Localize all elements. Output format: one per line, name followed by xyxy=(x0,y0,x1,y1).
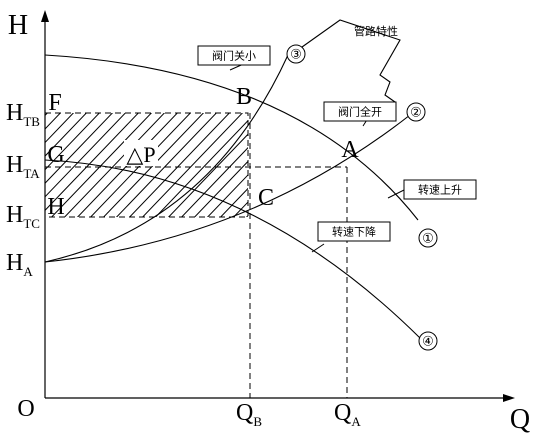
callout-speed-up: 转速上升 xyxy=(418,183,462,197)
curve-3-valve-small xyxy=(44,54,289,263)
y-axis-arrow-icon xyxy=(41,10,49,22)
hatch-line xyxy=(45,113,121,217)
curve-number-2: ② xyxy=(410,105,422,120)
hatch-line xyxy=(108,113,225,217)
point-label-c: C xyxy=(258,185,274,211)
curve-1-speed-up xyxy=(44,54,419,221)
hatch-line xyxy=(45,113,147,217)
y-tick-htc: HTC xyxy=(6,202,40,231)
callout-box-valve-small xyxy=(197,45,271,66)
hatch-line xyxy=(173,113,248,217)
hatch-line xyxy=(160,113,248,217)
point-label-g: G xyxy=(47,142,64,168)
hatch-line xyxy=(225,113,248,217)
hatch-line xyxy=(291,105,406,225)
curve-number-4: ④ xyxy=(422,334,434,349)
hatch-line xyxy=(134,113,248,217)
origin-label: O xyxy=(17,396,34,422)
x-axis-label: Q xyxy=(510,404,530,435)
hatch-line xyxy=(45,113,95,217)
curve-number-1-circle xyxy=(418,228,438,248)
hatch-line xyxy=(45,113,82,217)
callout-box-valve-full xyxy=(323,101,397,122)
curve-4-speed-down xyxy=(44,159,421,339)
callout-speed-down: 转速下降 xyxy=(332,225,376,239)
callout-valve-small: 阀门关小 xyxy=(212,49,256,63)
hatch-line xyxy=(45,113,160,217)
hatch-line xyxy=(199,113,248,217)
hatch-line xyxy=(45,113,108,217)
leader-speed-down xyxy=(311,243,325,253)
x-tick-qa: QA xyxy=(334,400,361,429)
hatch-line xyxy=(45,113,69,217)
leader-speed-up xyxy=(387,189,405,199)
hatch-line xyxy=(45,113,134,217)
x-tick-qb: QB xyxy=(236,400,262,429)
hatch-line xyxy=(56,113,173,217)
pipe-characteristic-bracket xyxy=(294,19,401,103)
curve-number-2-circle xyxy=(406,102,426,122)
curve-number-3-circle xyxy=(286,44,306,64)
y-tick-htb: HTB xyxy=(6,100,40,129)
hatch-line xyxy=(147,113,248,217)
x-axis-arrow-icon xyxy=(503,394,515,402)
callout-valve-full: 阀门全开 xyxy=(338,105,382,119)
curve-number-1: ① xyxy=(422,231,434,246)
area-label-background xyxy=(124,140,158,166)
y-axis-label: H xyxy=(8,10,28,41)
point-label-b: B xyxy=(236,84,252,110)
delta-p-label: △P xyxy=(126,142,155,167)
hatch-line xyxy=(278,105,393,225)
callout-box-speed-down xyxy=(317,221,391,242)
curve-number-4-circle xyxy=(418,331,438,351)
hatch-line xyxy=(121,113,238,217)
callout-pipe-characteristic: 管路特性 xyxy=(354,24,398,38)
callout-box-speed-up xyxy=(403,179,477,200)
curve-number-3: ③ xyxy=(290,47,302,62)
point-label-f: F xyxy=(48,90,61,116)
y-tick-ha: HA xyxy=(6,250,33,279)
curve-2-valve-full xyxy=(44,114,411,263)
point-label-a: A xyxy=(341,137,359,163)
point-label-h: H xyxy=(47,194,64,220)
hatch-line xyxy=(186,113,248,217)
y-tick-hta: HTA xyxy=(6,152,40,181)
hatch-line xyxy=(265,105,380,225)
hatched-region xyxy=(45,105,406,225)
